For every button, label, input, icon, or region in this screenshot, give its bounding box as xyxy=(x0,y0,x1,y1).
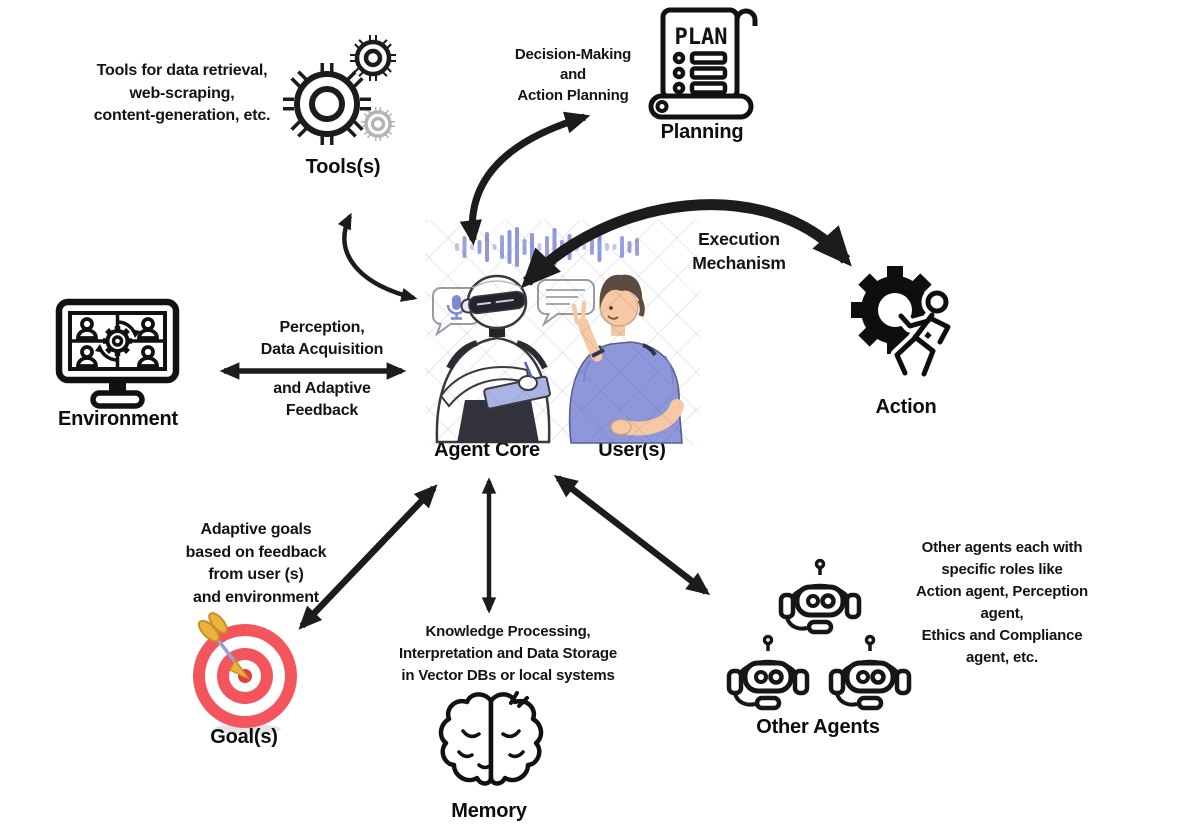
user-person-illustration xyxy=(537,274,684,444)
other-agents-annotation: Other agents each with specific roles li… xyxy=(916,539,1088,667)
memory-annotation: Knowledge Processing, Interpretation and… xyxy=(398,623,618,684)
memory-label: Memory xyxy=(451,800,527,822)
arrow-agent-planning xyxy=(459,111,591,246)
brain-icon xyxy=(435,685,547,797)
gears-icon xyxy=(283,32,400,152)
tools-label: Tools(s) xyxy=(305,156,381,178)
planning-annotation: Decision-Making and Action Planning xyxy=(514,46,632,104)
action-label: Action xyxy=(875,396,937,418)
planning-label: Planning xyxy=(660,121,744,143)
arrow-agent-tools xyxy=(337,212,418,302)
tools-annotation: Tools for data retrieval, web-scraping, … xyxy=(93,62,271,125)
dartboard-icon xyxy=(185,610,305,736)
arrow-agent-other-agents xyxy=(553,474,711,596)
environment-label: Environment xyxy=(57,408,179,430)
environment-annotation-top: Perception, Data Acquisition xyxy=(260,319,384,359)
users-label: User(s) xyxy=(598,439,666,461)
goals-label: Goal(s) xyxy=(210,726,278,748)
agent-core-label: Agent Core xyxy=(434,439,540,461)
plan-scroll-icon: PLAN xyxy=(645,2,763,124)
plan-icon-text: PLAN xyxy=(675,25,728,50)
arrow-agent-action xyxy=(520,199,852,289)
arrow-agent-goals xyxy=(298,484,438,630)
agent-core-and-users-illustration xyxy=(425,220,700,445)
other-agents-label: Other Agents xyxy=(756,716,880,738)
monitor-meeting-icon xyxy=(55,298,180,410)
gear-runner-icon xyxy=(845,252,975,392)
robot-agent-illustration xyxy=(432,274,551,444)
environment-annotation-bottom: and Adaptive Feedback xyxy=(273,380,371,420)
